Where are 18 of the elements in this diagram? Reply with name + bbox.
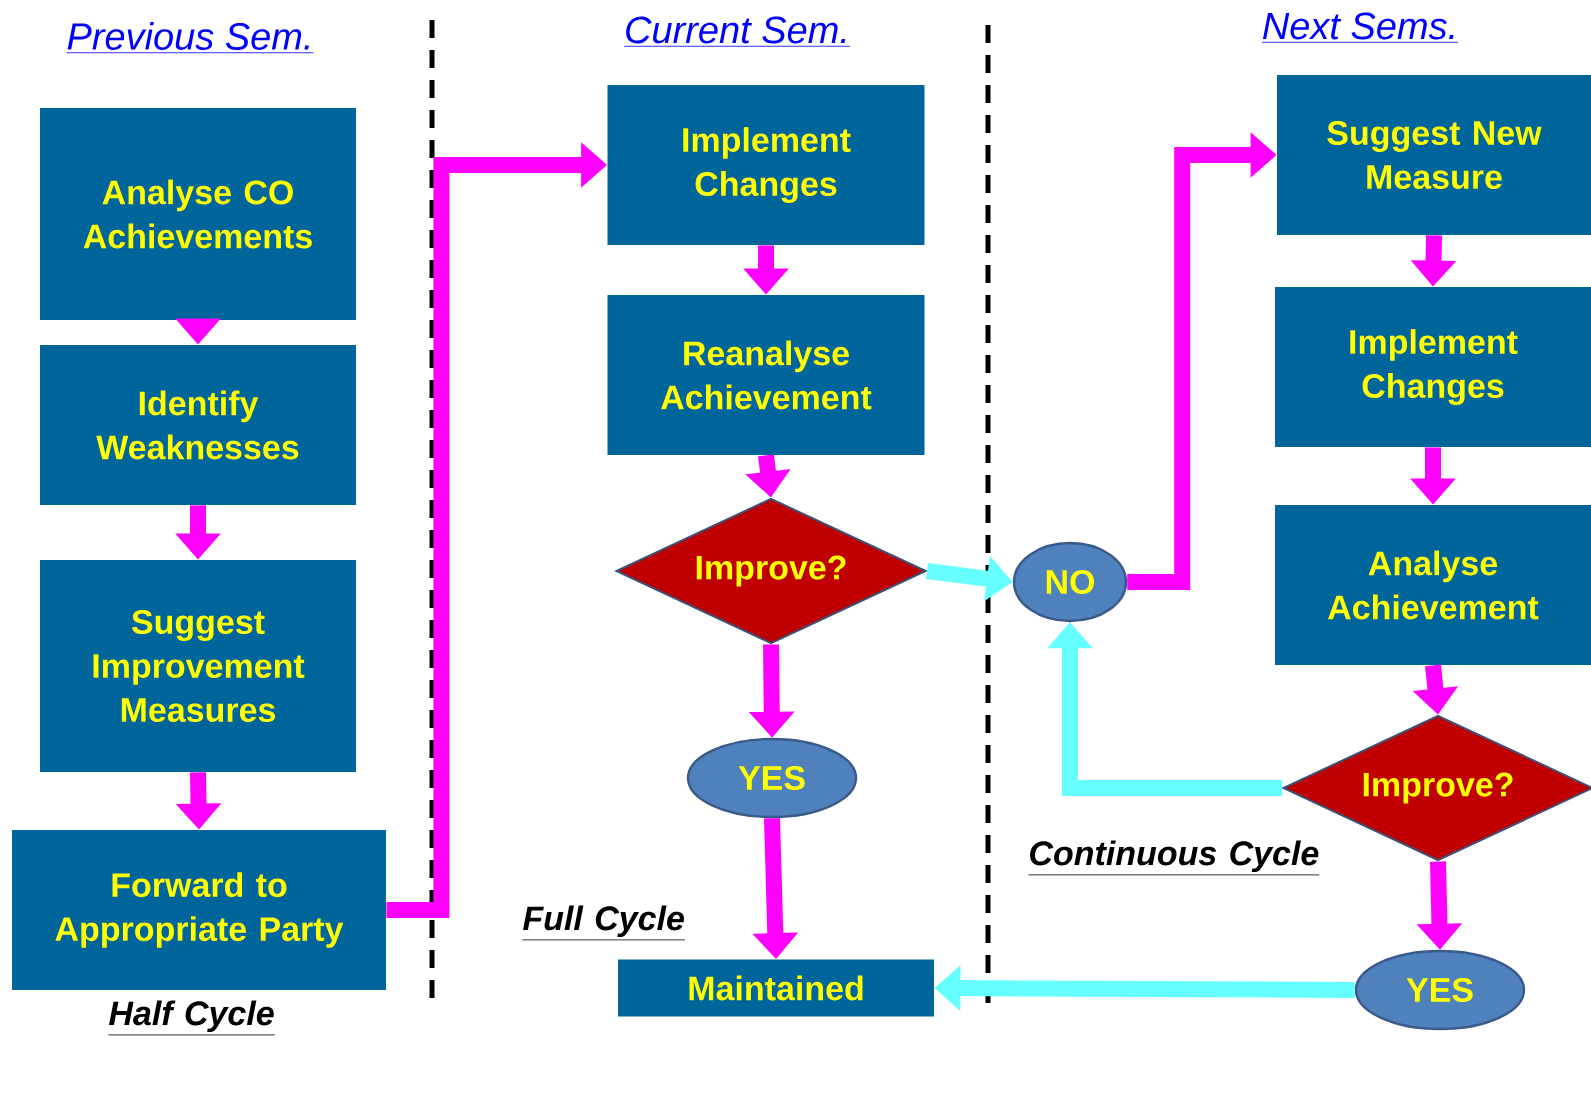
process-box: Forward to Appropriate Party [12,830,386,990]
process-box: Identify Weaknesses [40,345,356,505]
process-box: Implement Changes [607,85,925,245]
process-box: Implement Changes [1275,287,1591,447]
cycle-label: Full Cycle [522,905,686,941]
section-heading: Previous Sem. [66,22,314,54]
section-heading: Next Sems. [1261,12,1459,43]
process-box: Suggest New Measure [1277,75,1591,235]
cycle-label: Half Cycle [108,1000,276,1036]
section-heading: Current Sem. [623,16,851,47]
answer-oval: YES [686,737,858,819]
process-box: Maintained [618,959,934,1017]
process-box: Suggest Improvement Measures [40,560,356,772]
process-box: Reanalyse Achievement [607,295,925,455]
answer-oval: NO [1012,541,1128,623]
answer-oval: YES [1354,949,1526,1031]
process-box: Analyse Achievement [1275,505,1591,665]
process-box: Analyse CO Achievements [40,108,356,320]
